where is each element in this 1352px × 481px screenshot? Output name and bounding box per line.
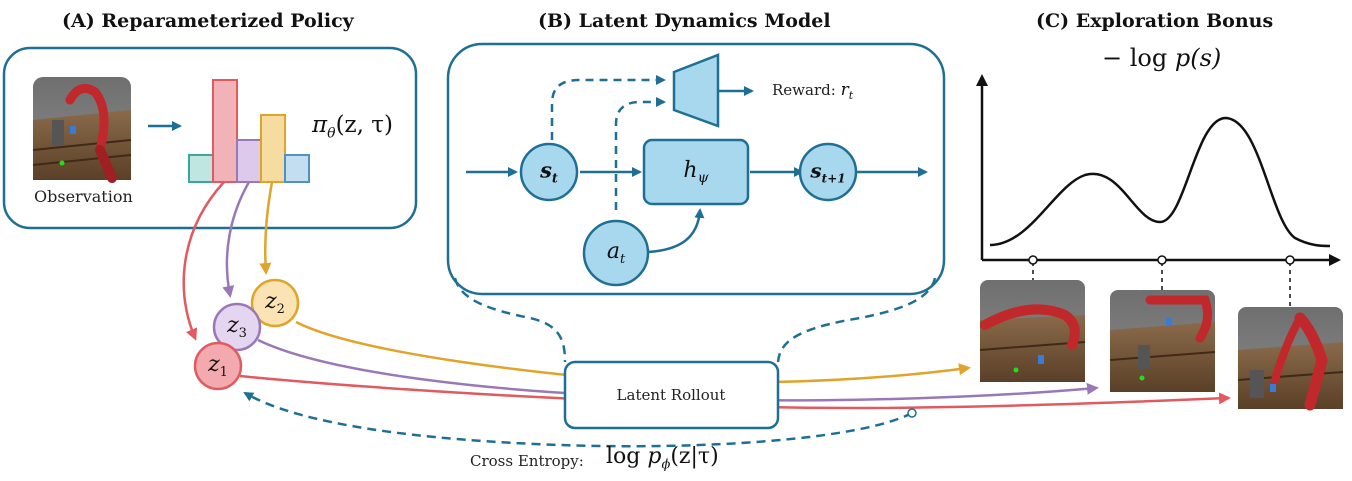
robot-state-image-3 [1237,307,1344,411]
tick-dot-2 [1157,255,1167,265]
reward-head [672,53,720,128]
policy-bar-5 [284,154,310,183]
policy-bar-4 [260,114,286,183]
dynamics-to-rollout-right [776,277,937,363]
policy-bar-1 [188,154,214,183]
z2-label: z2 [265,288,285,318]
density-curve [989,116,1331,248]
sample-arrow-z1 [182,181,225,341]
latent-rollout-box [563,360,780,430]
pi-symbol: π [312,112,328,138]
panel-b-title: (B) Latent Dynamics Model [538,10,831,32]
policy-formula: πθ(z, τ) [312,112,393,142]
next-state-node [798,142,858,202]
next-state-label: st+1 [810,158,846,186]
action-label: at [606,238,626,268]
h-psi-label: hψ [683,157,709,187]
latent-rollout-label: Latent Rollout [616,386,726,404]
sample-arrow-z3 [222,181,251,298]
tick-dot-1 [1028,255,1038,265]
tick-dot-3 [1285,255,1295,265]
sample-arrow-z2 [259,181,274,275]
policy-bar-3 [236,139,262,183]
action-node [582,219,650,287]
action-to-h-arrow [647,208,705,254]
state-label: st [540,157,558,187]
z3-label: z3 [227,312,247,342]
cross-entropy-formula: log pϕ(z|τ) [606,444,719,473]
policy-frame [2,46,418,230]
robot-state-image-2 [1109,290,1216,392]
reward-label: Reward: rt [772,80,854,102]
observation-label: Observation [34,187,133,206]
pi-args: (z, τ) [335,112,393,138]
dynamics-to-rollout-left [453,277,567,363]
robot-observation-image [32,77,132,183]
policy-bar-2 [212,79,238,183]
z1-label: z1 [208,351,228,381]
z3-node [212,302,262,352]
bonus-formula: − log p(s) [1102,44,1222,72]
robot-state-image-1 [979,280,1086,382]
cross-entropy-source-dot [907,408,917,418]
cross-entropy-arrow [243,391,913,448]
state-node [519,142,579,202]
state-to-reward-dashed [550,75,666,140]
panel-a-title: (A) Reparameterized Policy [62,10,354,32]
panel-c-title: (C) Exploration Bonus [1036,10,1274,32]
z1-node [193,341,243,391]
action-to-reward-dashed [614,97,666,210]
z2-node [250,278,300,328]
h-psi-block [642,138,750,206]
cross-entropy-label: Cross Entropy: [470,452,584,470]
pi-subscript: θ [327,125,336,142]
dynamics-frame [446,42,946,296]
